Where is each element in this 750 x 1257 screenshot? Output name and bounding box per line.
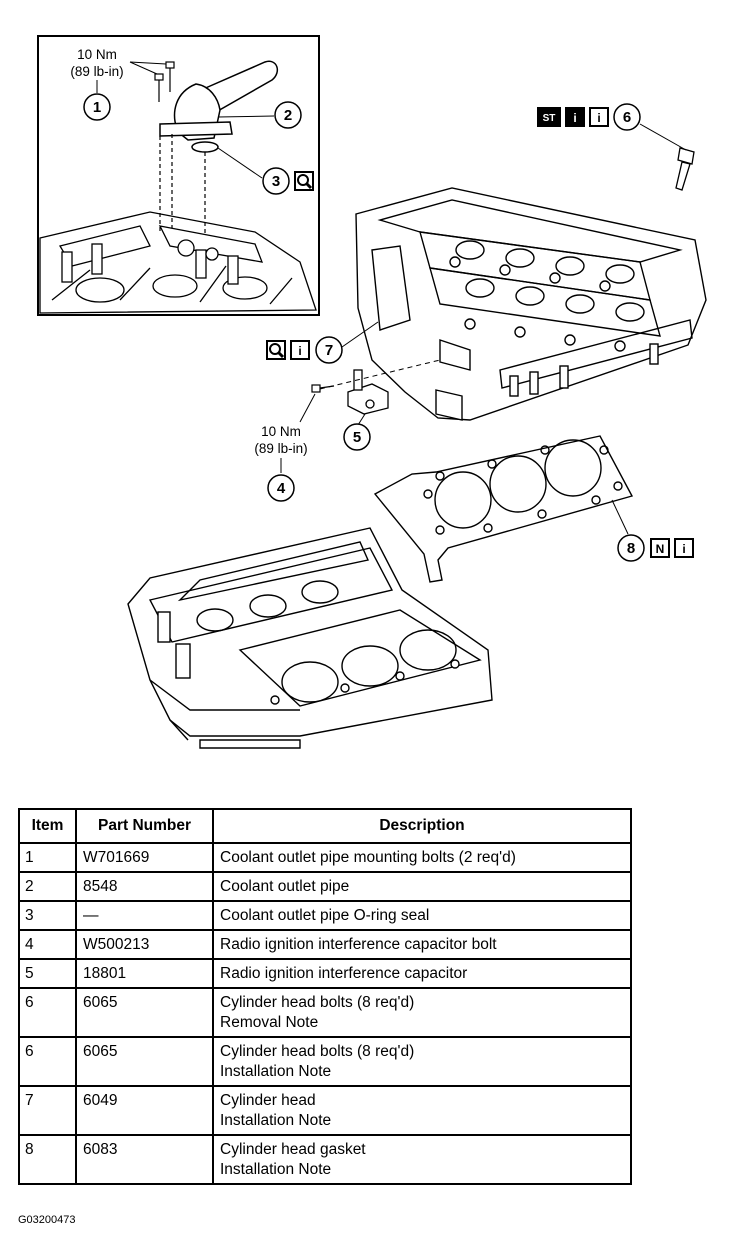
callout-8-circle	[617, 534, 645, 562]
description-text: Cylinder head gasket	[220, 1141, 366, 1158]
info-badge-7: i	[298, 344, 301, 358]
callout-7-badges: i	[264, 338, 310, 362]
head-bolt-illustration	[675, 147, 695, 191]
cell-item: 3	[18, 900, 77, 931]
special-tool-badge: ST	[543, 113, 556, 124]
callout-2-circle	[274, 101, 302, 129]
cell-item: 5	[18, 958, 77, 989]
cell-description: Radio ignition interference capacitor bo…	[212, 929, 632, 960]
cell-item: 1	[18, 842, 77, 873]
cylinder-head-illustration	[355, 187, 707, 421]
description-note: Removal Note	[220, 1014, 319, 1031]
figure-code: G03200473	[18, 1214, 76, 1226]
callout-7: 7	[325, 342, 333, 359]
description-text: Radio ignition interference capacitor bo…	[220, 936, 497, 953]
cell-part-number: 6049	[75, 1085, 214, 1136]
cell-part-number: —	[75, 900, 214, 931]
head-gasket-illustration	[373, 435, 634, 583]
parts-table: Item Part Number Description 1 W701669 C…	[18, 808, 632, 1185]
table-header-row: Item Part Number Description	[18, 808, 632, 844]
header-part-number: Part Number	[75, 808, 214, 844]
cell-part-number: W500213	[75, 929, 214, 960]
cell-description: Coolant outlet pipe O-ring seal	[212, 900, 632, 931]
description-text: Coolant outlet pipe O-ring seal	[220, 907, 430, 924]
callout-8: 8	[627, 540, 635, 557]
table-row: 6 6065 Cylinder head bolts (8 req'd) Inst…	[18, 1036, 632, 1087]
callout-3-circle	[262, 167, 290, 195]
callout-4-circle	[267, 474, 295, 502]
callout-5-circle	[343, 423, 371, 451]
callout-3: 3	[272, 173, 280, 190]
cell-item: 7	[18, 1085, 77, 1136]
cell-description: Cylinder head bolts (8 req'd) Removal Not…	[212, 987, 632, 1038]
description-text: Cylinder head	[220, 1092, 316, 1109]
inspect-magnifier-icon-7	[264, 338, 288, 362]
callout-6-badges: ST i i	[537, 107, 609, 127]
cell-description: Cylinder head bolts (8 req'd) Installatio…	[212, 1036, 632, 1087]
cell-part-number: 18801	[75, 958, 214, 989]
cell-description: Radio ignition interference capacitor	[212, 958, 632, 989]
capacitor-bolt-illustration	[311, 384, 335, 393]
header-item: Item	[18, 808, 77, 844]
table-row: 2 8548 Coolant outlet pipe	[18, 871, 632, 902]
mounting-bolts-illustration	[154, 61, 206, 236]
cell-item: 2	[18, 871, 77, 902]
cell-part-number: W701669	[75, 842, 214, 873]
callout-8-badges: N i	[650, 538, 694, 558]
lower-torque-nm: 10 Nm	[261, 424, 301, 439]
inset-torque-lbin: (89 lb-in)	[70, 64, 123, 79]
callout-4: 4	[277, 480, 286, 497]
inset-engine-illustration	[39, 211, 317, 314]
cell-part-number: 8548	[75, 871, 214, 902]
description-text: Coolant outlet pipe	[220, 878, 350, 895]
cell-item: 6	[18, 1036, 77, 1087]
cell-part-number: 6065	[75, 1036, 214, 1087]
cell-description: Coolant outlet pipe	[212, 871, 632, 902]
table-row: 3 — Coolant outlet pipe O-ring seal	[18, 900, 632, 931]
description-text: Coolant outlet pipe mounting bolts (2 re…	[220, 849, 516, 866]
table-row: 6 6065 Cylinder head bolts (8 req'd) Remo…	[18, 987, 632, 1038]
callout-7-circle	[315, 336, 343, 364]
coolant-outlet-pipe-illustration	[159, 60, 279, 153]
new-part-badge: N	[656, 542, 665, 556]
description-note: Installation Note	[220, 1112, 332, 1129]
callout-2: 2	[284, 107, 292, 124]
description-text: Cylinder head bolts (8 req'd)	[220, 1043, 415, 1060]
engine-block-illustration	[127, 527, 493, 749]
cell-part-number: 6083	[75, 1134, 214, 1185]
info-badge-8: i	[682, 542, 685, 556]
callout-5: 5	[353, 429, 361, 446]
callout-6-circle	[613, 103, 641, 131]
capacitor-illustration	[347, 369, 389, 415]
description-note: Installation Note	[220, 1161, 332, 1178]
table-row: 5 18801 Radio ignition interference capa…	[18, 958, 632, 989]
inspect-magnifier-icon	[292, 169, 316, 193]
info-badge-6a: i	[573, 111, 576, 125]
callout-1: 1	[93, 99, 101, 116]
lower-torque-lbin: (89 lb-in)	[254, 441, 307, 456]
cell-item: 8	[18, 1134, 77, 1185]
cell-item: 4	[18, 929, 77, 960]
description-text: Cylinder head bolts (8 req'd)	[220, 994, 415, 1011]
cell-description: Coolant outlet pipe mounting bolts (2 re…	[212, 842, 632, 873]
callout-1-circle	[83, 93, 111, 121]
description-text: Radio ignition interference capacitor	[220, 965, 468, 982]
inset-detail: 10 Nm (89 lb-in) 1 2 3	[37, 35, 320, 316]
cell-part-number: 6065	[75, 987, 214, 1038]
cell-item: 6	[18, 987, 77, 1038]
callout-6: 6	[623, 109, 631, 126]
table-row: 4 W500213 Radio ignition interference ca…	[18, 929, 632, 960]
table-row: 1 W701669 Coolant outlet pipe mounting b…	[18, 842, 632, 873]
header-description: Description	[212, 808, 632, 844]
exploded-view-diagram: 10 Nm (89 lb-in) 1 2 3	[37, 35, 707, 749]
info-badge-6b: i	[597, 111, 600, 125]
description-note: Installation Note	[220, 1063, 332, 1080]
inset-torque-nm: 10 Nm	[77, 47, 117, 62]
